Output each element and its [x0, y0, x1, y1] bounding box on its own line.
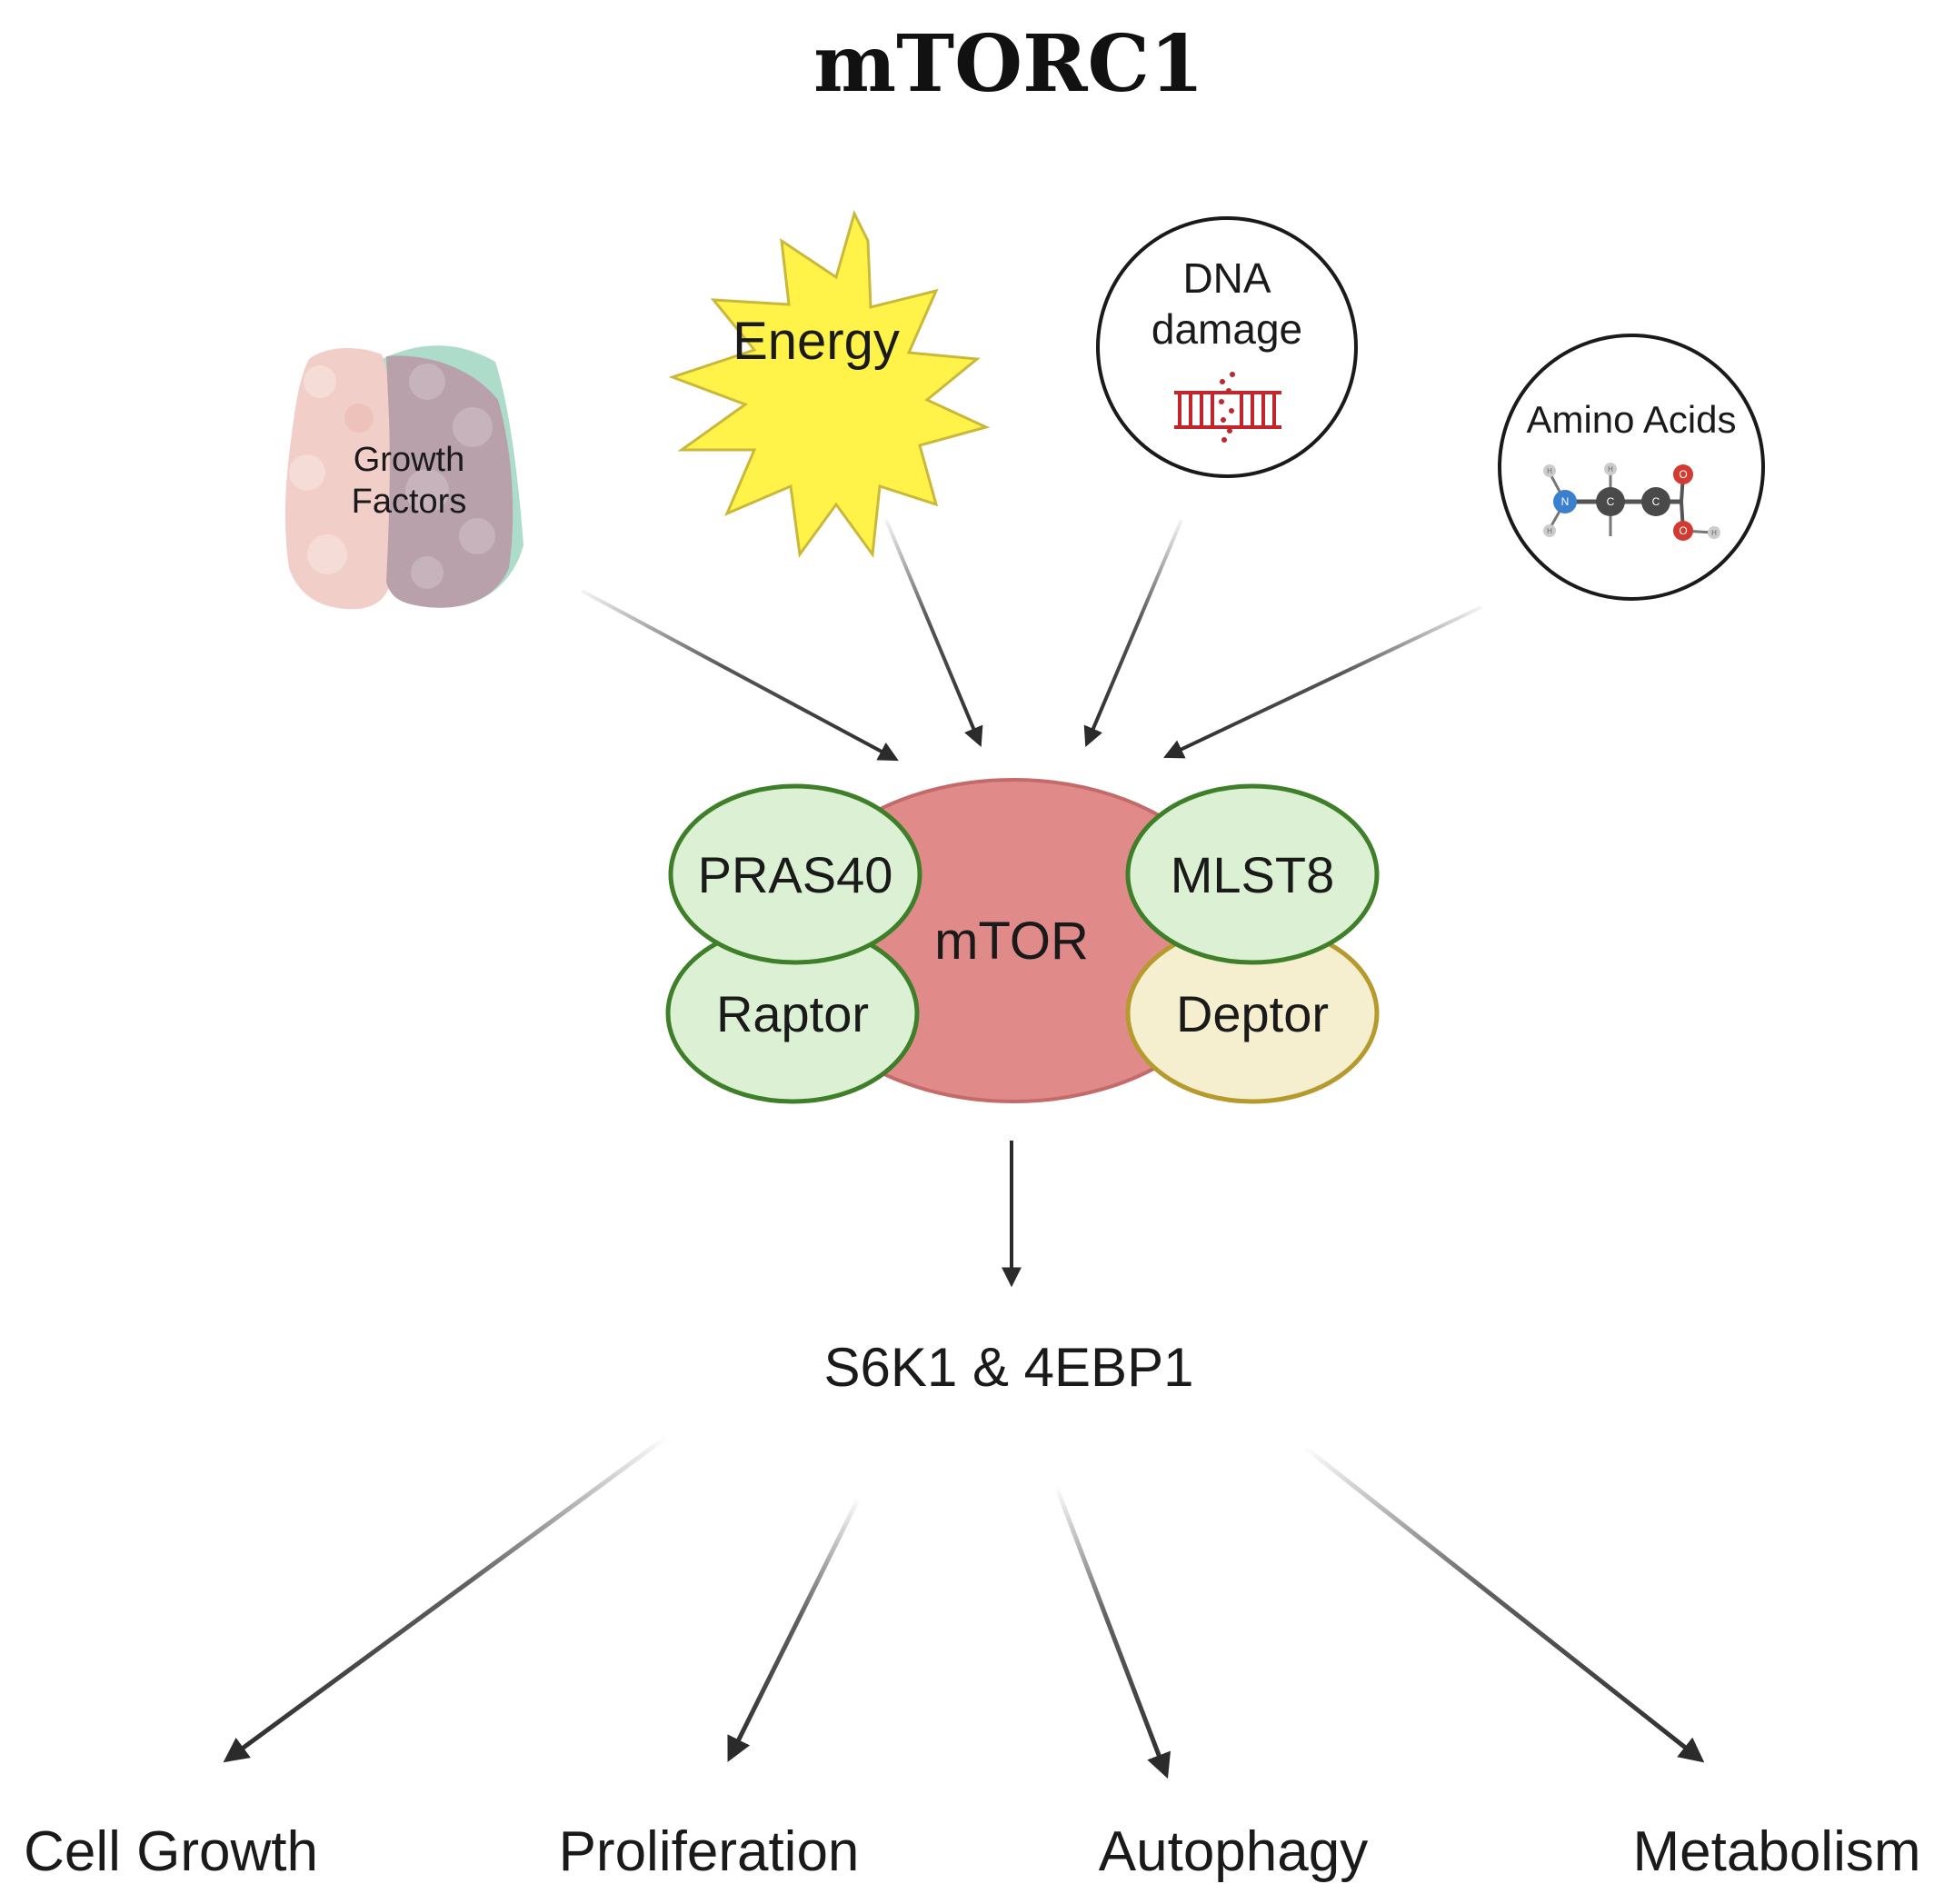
effectors-label: S6K1 & 4EBP1	[824, 1337, 1194, 1398]
mlst8-subunit	[1125, 783, 1380, 965]
output-cell-growth: Cell Growth	[24, 1820, 318, 1883]
arrow-amino-acids-to-mtor	[1163, 605, 1482, 759]
arrow-to-metabolism	[1302, 1445, 1705, 1763]
output-autophagy: Autophagy	[1099, 1820, 1368, 1883]
dna-damage-label-line2: damage	[1151, 305, 1302, 353]
atom-c1-label: C	[1607, 495, 1615, 508]
arrow-growth-factors-to-mtor	[581, 589, 899, 762]
growth-factors-label-word: Growth	[354, 441, 464, 479]
atom-o2-label: O	[1679, 524, 1687, 537]
dna-damage-label-line1: DNA	[1182, 254, 1271, 302]
raptor-label: Raptor	[716, 985, 869, 1042]
diagram-title: mTORC1	[813, 18, 1204, 110]
mlst8-label: MLST8	[1171, 846, 1335, 903]
amino-acids-circle	[1498, 334, 1765, 601]
atom-c2-label: C	[1652, 495, 1660, 508]
atom-h-label: H	[1547, 467, 1552, 475]
dna-break-dots-icon	[1219, 372, 1235, 443]
pras40-label: PRAS40	[698, 846, 893, 903]
output-metabolism: Metabolism	[1633, 1820, 1921, 1883]
arrow-dna-damage-to-mtor	[1083, 519, 1183, 748]
amino-acids-label: Amino Acids	[1526, 398, 1736, 441]
pras40-subunit	[668, 783, 922, 965]
atom-h-label: H	[1547, 527, 1552, 535]
dna-damage-circle	[1096, 216, 1358, 478]
arrow-to-proliferation	[727, 1496, 862, 1762]
atom-n-label: N	[1561, 495, 1570, 508]
arrow-energy-to-mtor	[884, 519, 983, 748]
atom-h-label: H	[1608, 465, 1613, 474]
energy-starburst-icon	[668, 209, 991, 559]
amino-acid-atom-labels: N C C O O H H H H	[1547, 465, 1717, 537]
energy-label: Energy	[733, 312, 900, 371]
growth-factors-protein-icon	[284, 345, 523, 610]
deptor-label: Deptor	[1176, 985, 1329, 1042]
mtor-label: mTOR	[934, 912, 1089, 971]
arrow-to-autophagy	[1053, 1485, 1171, 1779]
amino-acid-molecule-icon	[1543, 463, 1720, 541]
atom-o1-label: O	[1679, 468, 1687, 481]
arrow-to-cell-growth	[223, 1433, 670, 1763]
output-proliferation: Proliferation	[559, 1820, 860, 1883]
growth-factors-label-word: Factors	[352, 483, 467, 521]
atom-h-label: H	[1711, 529, 1717, 537]
